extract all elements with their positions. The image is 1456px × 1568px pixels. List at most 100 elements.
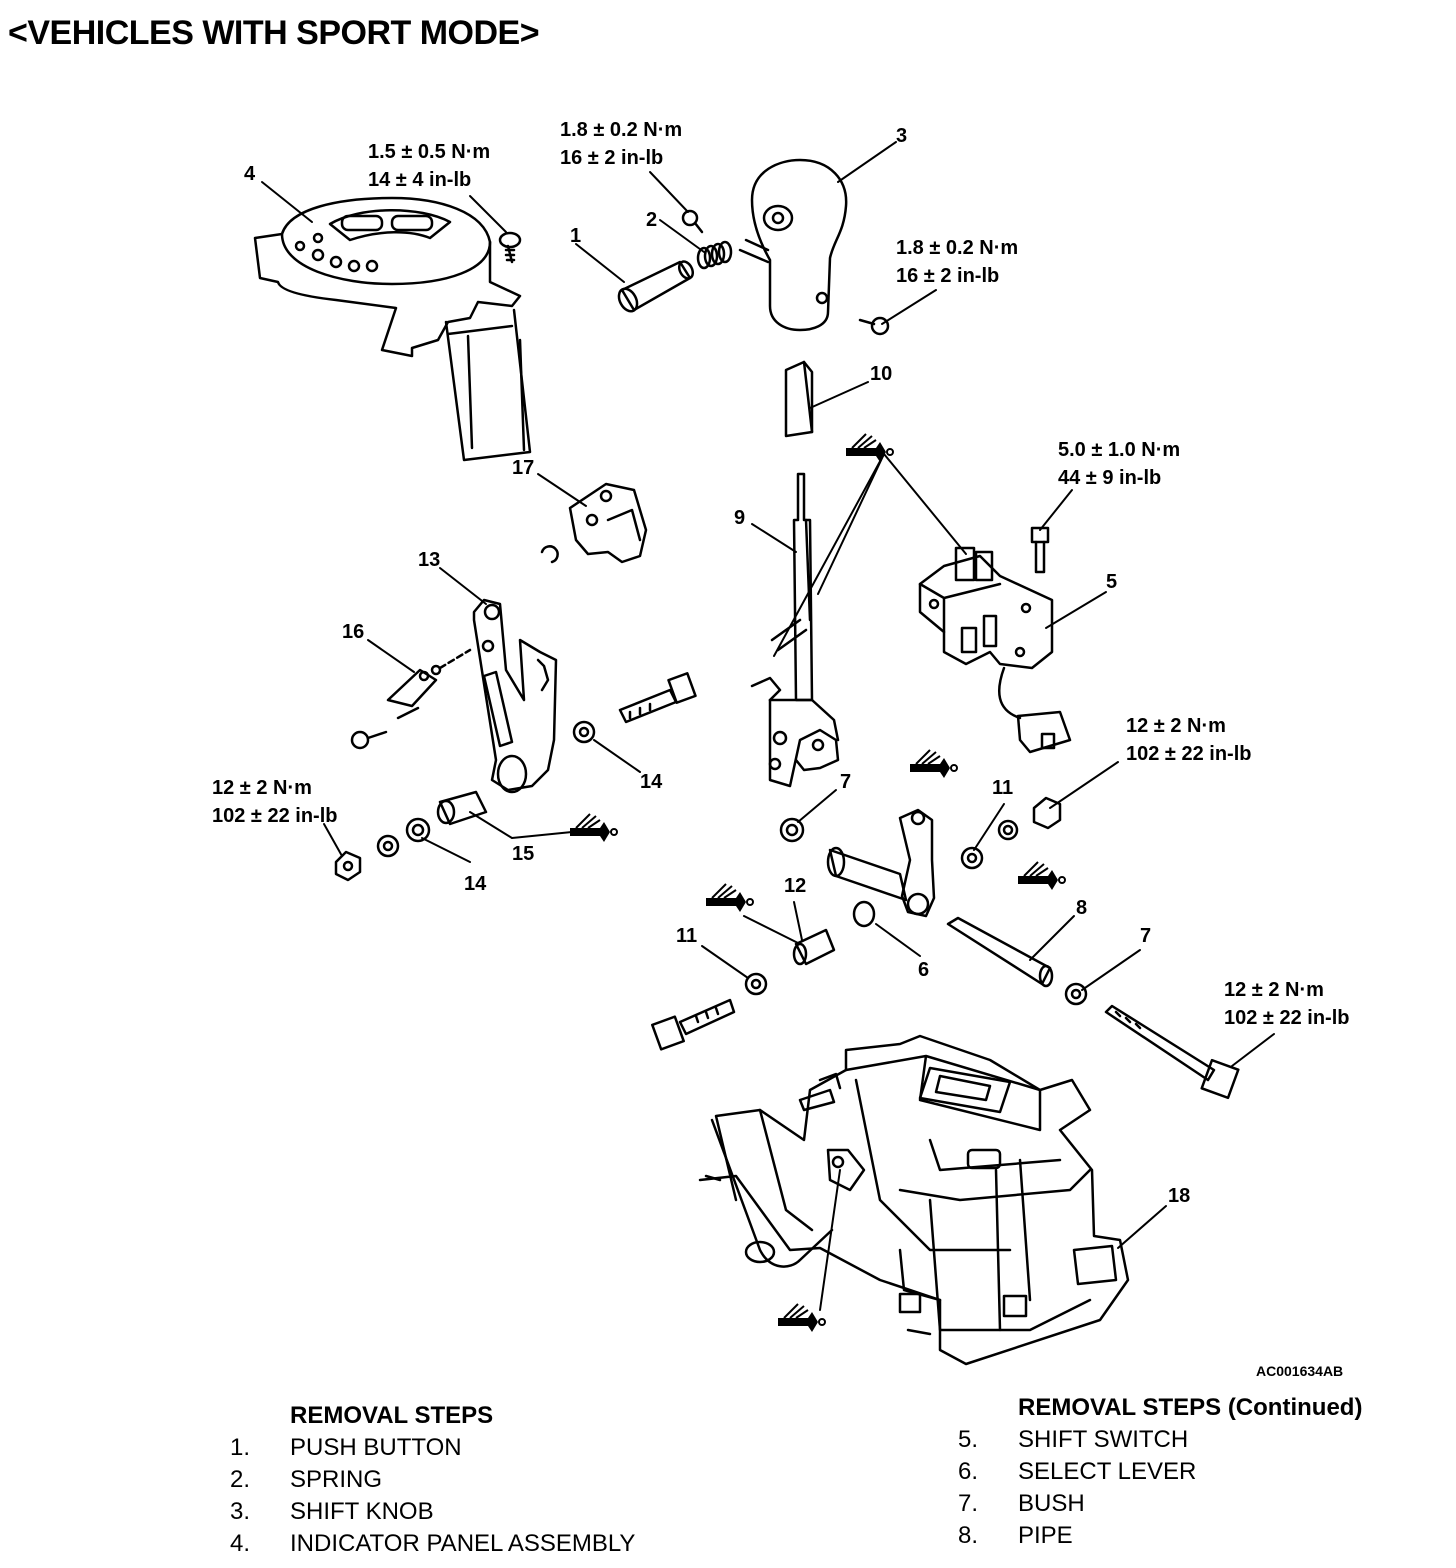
diagram-title: <VEHICLES WITH SPORT MODE> xyxy=(8,14,540,52)
callout-2: 2 xyxy=(646,209,657,231)
list-item: 7. BUSH xyxy=(958,1488,1362,1520)
step-number: 7. xyxy=(958,1490,979,1517)
shift-knob xyxy=(738,158,848,332)
torque-knob-top-inlb: 16 ± 2 in-lb xyxy=(560,147,663,169)
list-item: 2. SPRING xyxy=(230,1464,635,1496)
knob-side-screw xyxy=(858,316,890,336)
torque-switch-inlb: 44 ± 9 in-lb xyxy=(1058,467,1161,489)
list-item: 6. SELECT LEVER xyxy=(958,1456,1362,1488)
grease-symbol xyxy=(1017,861,1066,891)
figure-id: AC001634AB xyxy=(1256,1363,1343,1379)
bush-lower xyxy=(1064,982,1088,1006)
clip-part xyxy=(540,482,648,564)
list-item: 5. SHIFT SWITCH xyxy=(958,1424,1362,1456)
callout-4: 4 xyxy=(244,163,256,185)
plate xyxy=(784,360,814,438)
select-lever xyxy=(826,808,936,928)
step-label: SHIFT KNOB xyxy=(290,1498,434,1525)
removal-steps-continued-list: REMOVAL STEPS (Continued) 5. SHIFT SWITC… xyxy=(958,1392,1362,1552)
bracket-nut-upper xyxy=(572,720,596,744)
callout-9: 9 xyxy=(734,507,745,529)
callout-17: 17 xyxy=(512,457,534,479)
torque-knob-top-nm: 1.8 ± 0.2 N·m xyxy=(560,119,682,141)
step-number: 6. xyxy=(958,1458,979,1485)
retainer-clip xyxy=(386,648,472,720)
step-label: BUSH xyxy=(1018,1490,1085,1517)
step-label: SHIFT SWITCH xyxy=(1018,1426,1189,1453)
shift-switch xyxy=(918,546,1072,754)
torque-left-nut-nm: 12 ± 2 N·m xyxy=(212,777,312,799)
long-bolt xyxy=(1104,1004,1240,1100)
callout-1: 1 xyxy=(570,225,581,247)
callout-13: 13 xyxy=(418,549,440,571)
torque-knob-side-inlb: 16 ± 2 in-lb xyxy=(896,265,999,287)
step-number: 8. xyxy=(958,1522,979,1549)
grease-symbol xyxy=(569,813,618,843)
panel-screw xyxy=(498,231,522,264)
torque-long-bolt-inlb: 102 ± 22 in-lb xyxy=(1224,1007,1349,1029)
leader-lines xyxy=(261,141,1275,1311)
step-label: INDICATOR PANEL ASSEMBLY xyxy=(290,1530,636,1557)
knob-top-screw xyxy=(681,209,704,234)
callout-7-upper: 7 xyxy=(840,771,851,793)
bracket xyxy=(472,598,558,794)
left-pipe xyxy=(436,790,488,826)
left-washer-nut xyxy=(334,817,431,882)
callout-11-lower: 11 xyxy=(676,925,697,947)
callout-12: 12 xyxy=(784,875,806,897)
clip-screw xyxy=(350,730,388,750)
torque-knob-side-nm: 1.8 ± 0.2 N·m xyxy=(896,237,1018,259)
indicator-panel-assembly xyxy=(253,196,532,462)
bush-upper xyxy=(779,817,805,843)
torque-right-nut-nm: 12 ± 2 N·m xyxy=(1126,715,1226,737)
callout-6: 6 xyxy=(918,959,929,981)
callout-14-lower: 14 xyxy=(464,873,487,895)
torque-long-bolt-nm: 12 ± 2 N·m xyxy=(1224,979,1324,1001)
torque-indicator-inlb: 14 ± 4 in-lb xyxy=(368,169,471,191)
callout-5: 5 xyxy=(1106,571,1117,593)
callout-14-upper: 14 xyxy=(640,771,663,793)
step-number: 4. xyxy=(230,1530,251,1557)
callout-16: 16 xyxy=(342,621,364,643)
list-item: 4. INDICATOR PANEL ASSEMBLY xyxy=(230,1528,635,1560)
list-item: 1. PUSH BUTTON xyxy=(230,1432,635,1464)
list-item: 8. PIPE xyxy=(958,1520,1362,1552)
step-label: SPRING xyxy=(290,1466,383,1493)
right-nut xyxy=(1032,796,1062,830)
step-number: 2. xyxy=(230,1466,251,1493)
torque-indicator-nm: 1.5 ± 0.5 N·m xyxy=(368,141,490,163)
spring xyxy=(696,240,733,270)
lower-left-bolt xyxy=(651,998,736,1051)
grease-symbol xyxy=(705,883,754,913)
callout-8: 8 xyxy=(1076,897,1087,919)
nut-upper-right xyxy=(960,819,1019,870)
callout-10: 10 xyxy=(870,363,892,385)
removal-steps-continued-heading: REMOVAL STEPS (Continued) xyxy=(1018,1394,1363,1421)
torque-left-nut-inlb: 102 ± 22 in-lb xyxy=(212,805,337,827)
selector-lever-rod xyxy=(750,472,840,788)
callout-15: 15 xyxy=(512,843,534,865)
step-label: SELECT LEVER xyxy=(1018,1458,1197,1485)
pipe xyxy=(946,916,1054,988)
callout-7-lower: 7 xyxy=(1140,925,1151,947)
step-label: PUSH BUTTON xyxy=(290,1434,462,1461)
switch-bolt xyxy=(1030,526,1050,574)
step-label: PIPE xyxy=(1018,1522,1073,1549)
grease-symbol xyxy=(909,749,958,779)
grease-symbol xyxy=(777,1303,826,1333)
callout-18: 18 xyxy=(1168,1185,1190,1207)
removal-steps-heading: REMOVAL STEPS xyxy=(290,1402,494,1429)
callout-11-upper: 11 xyxy=(992,777,1013,799)
push-button xyxy=(617,260,695,313)
step-number: 1. xyxy=(230,1434,251,1461)
nut-lower-left xyxy=(744,972,768,996)
callout-3: 3 xyxy=(896,125,907,147)
step-number: 3. xyxy=(230,1498,251,1525)
removal-steps-list: REMOVAL STEPS 1. PUSH BUTTON 2. SPRING 3… xyxy=(230,1400,635,1560)
base-assembly xyxy=(698,1034,1130,1366)
step-number: 5. xyxy=(958,1426,979,1453)
torque-switch-nm: 5.0 ± 1.0 N·m xyxy=(1058,439,1180,461)
bracket-bolt xyxy=(618,672,697,724)
torque-right-nut-inlb: 102 ± 22 in-lb xyxy=(1126,743,1251,765)
